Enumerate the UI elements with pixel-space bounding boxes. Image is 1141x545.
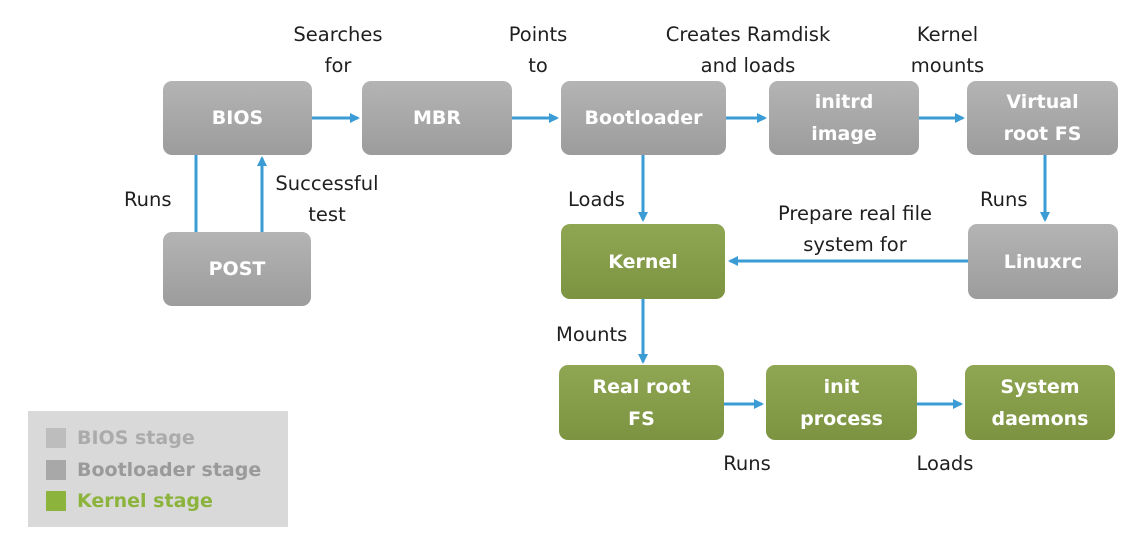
node-bootloader: Bootloader <box>561 81 726 155</box>
label-loads-kernel: Loads <box>568 188 625 211</box>
legend-swatch <box>46 460 66 480</box>
legend-label: Kernel stage <box>77 490 213 512</box>
label-successful-test: Successful test <box>275 172 379 226</box>
label-mounts: Mounts <box>556 323 628 346</box>
node-system-daemons: System daemons <box>965 365 1115 440</box>
legend-label: Bootloader stage <box>77 459 262 481</box>
label-prepare-real-fs: Prepare real file system for <box>778 202 932 256</box>
node-bios: BIOS <box>163 81 312 155</box>
legend-swatch <box>46 491 66 511</box>
node-init-process: init process <box>766 365 917 440</box>
node-initrd-image: initrd image <box>769 81 919 155</box>
node-virtual-root-fs: Virtual root FS <box>967 81 1118 155</box>
label-runs-post: Runs <box>124 188 172 211</box>
legend-item-bootloader-stage: Bootloader stage <box>46 459 261 481</box>
label-kernel-mounts: Kernel mounts <box>910 23 985 77</box>
node-post: POST <box>163 232 311 306</box>
label-points-to: Points to <box>508 23 568 77</box>
node-real-root-fs: Real root FS <box>559 365 724 440</box>
legend-item-kernel-stage: Kernel stage <box>46 490 213 512</box>
node-mbr: MBR <box>362 81 512 155</box>
legend-item-bios-stage: BIOS stage <box>46 427 195 449</box>
legend-label: BIOS stage <box>77 427 195 449</box>
node-linuxrc: Linuxrc <box>968 224 1118 299</box>
label-runs-linuxrc: Runs <box>980 188 1028 211</box>
legend-swatch <box>46 428 66 448</box>
label-loads-daemons: Loads <box>916 452 974 475</box>
node-kernel: Kernel <box>561 224 725 299</box>
legend: BIOS stage Bootloader stage Kernel stage <box>28 411 288 527</box>
label-searches-for: Searches for <box>293 23 383 77</box>
label-runs-init: Runs <box>723 452 771 475</box>
label-creates-ramdisk: Creates Ramdisk and loads <box>665 23 831 77</box>
